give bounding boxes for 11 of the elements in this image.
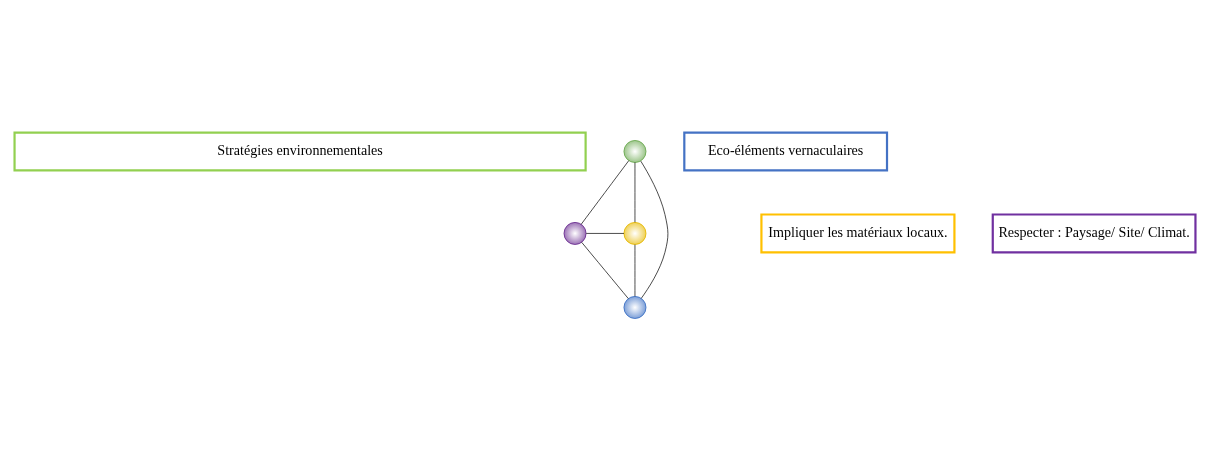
node-circle — [623, 221, 647, 245]
node-circle — [563, 221, 587, 245]
node-box: Stratégies environnementales — [13, 130, 587, 171]
node-box: Respecter : Paysage/ Site/ Climat. — [991, 212, 1197, 253]
node-circle — [623, 295, 647, 319]
connector — [580, 159, 630, 225]
connector — [640, 160, 669, 299]
node-box: Eco-éléments vernaculaires — [683, 130, 889, 171]
node-circle — [623, 139, 647, 163]
connector — [581, 241, 629, 299]
node-box: Impliquer les matériaux locaux. — [760, 212, 956, 253]
